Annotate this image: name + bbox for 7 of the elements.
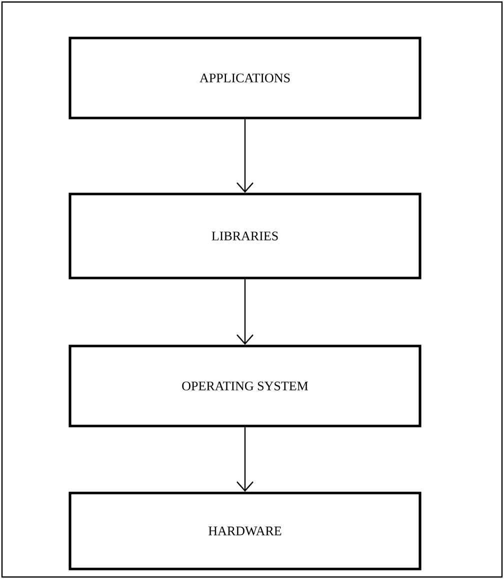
layer-box: LIBRARIES [68, 192, 422, 280]
layer-box: HARDWARE [68, 492, 422, 570]
arrow [236, 119, 254, 193]
layer-box: OPERATING SYSTEM [68, 344, 422, 428]
layer-box: APPLICATIONS [68, 36, 422, 120]
arrow [236, 279, 254, 345]
arrow [236, 427, 254, 492]
